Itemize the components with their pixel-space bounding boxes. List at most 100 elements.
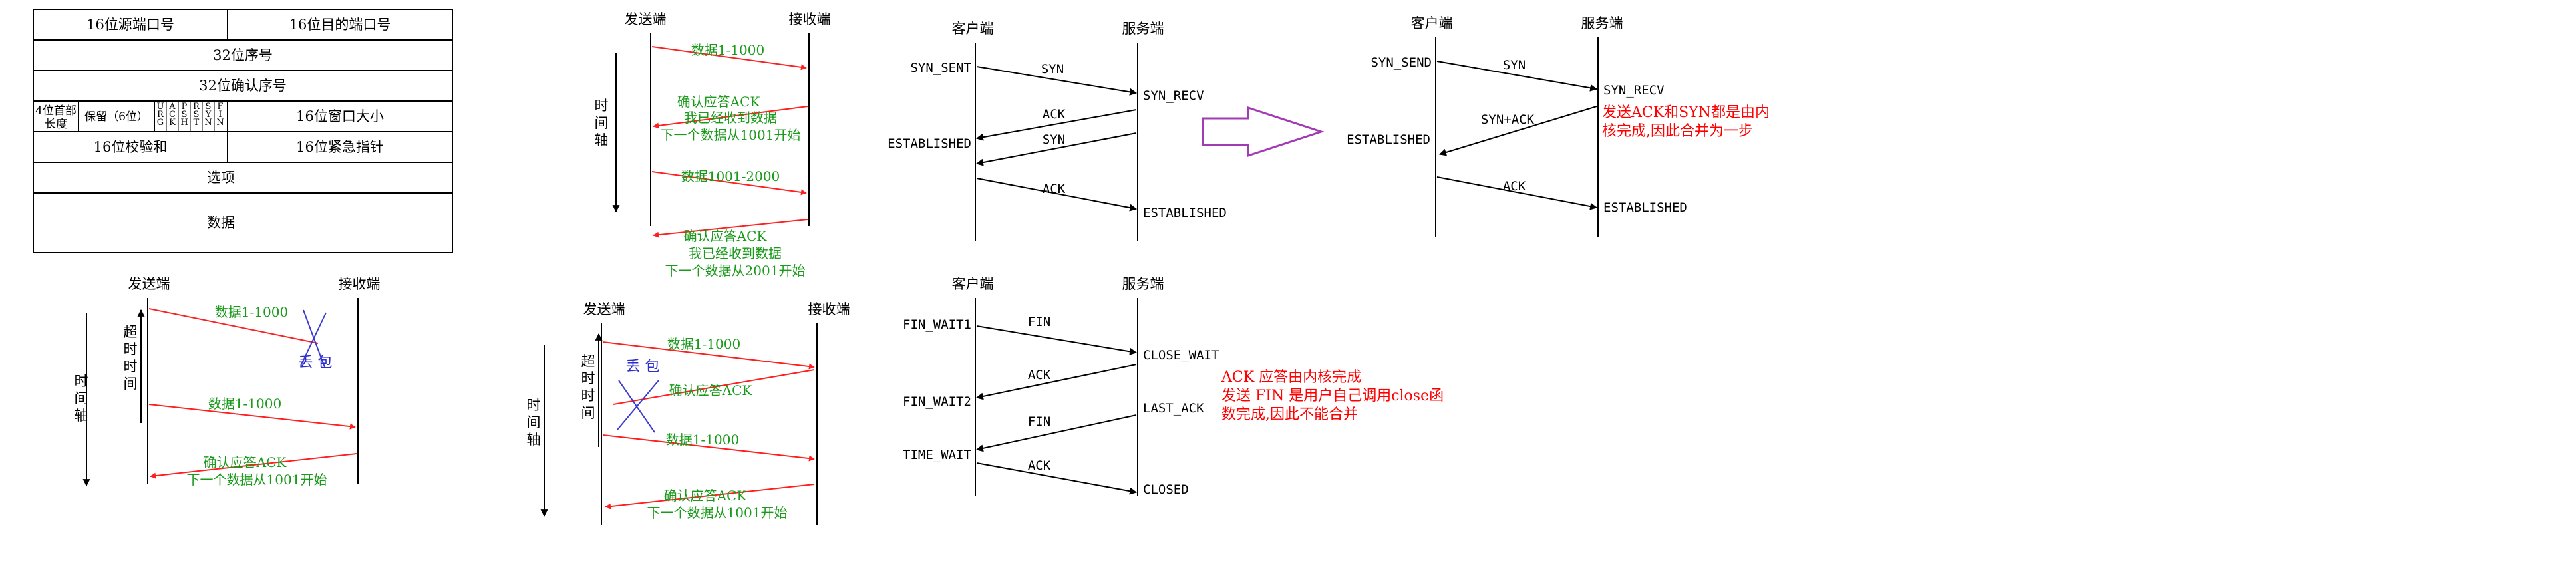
hm-syn: SYN bbox=[1503, 58, 1526, 72]
ack-axis-1: 时 bbox=[595, 98, 609, 114]
l1-axis-2: 间 bbox=[75, 390, 88, 406]
hm-ack: ACK bbox=[1503, 179, 1526, 194]
l1-sender-label: 发送端 bbox=[128, 276, 170, 292]
td-ack2: ACK bbox=[1028, 458, 1051, 473]
flag-letter-ack-2: K bbox=[169, 118, 176, 128]
hs-server-label: 服务端 bbox=[1122, 21, 1164, 37]
ack-diagram: 发送端 接收端 时 间 轴 数据1-1000 确认应答ACK 我已经收到数据 下… bbox=[595, 11, 831, 279]
l1-ack-line1: 确认应答ACK bbox=[204, 454, 287, 470]
td-fin2: FIN bbox=[1028, 414, 1050, 429]
urgent-cell: 16位紧急指针 bbox=[296, 139, 384, 155]
ack-seq-cell: 32位确认序号 bbox=[199, 78, 287, 94]
flag-letter-fin-2: N bbox=[216, 118, 224, 128]
purple-right-arrow bbox=[1202, 106, 1325, 158]
flag-letter-psh-1: S bbox=[182, 110, 188, 120]
hm-syn-send: SYN_SEND bbox=[1370, 55, 1432, 70]
hs-syn2: SYN bbox=[1043, 132, 1065, 147]
td-fin-wait1: FIN_WAIT1 bbox=[903, 317, 971, 332]
l2-axis-1: 时 bbox=[527, 397, 541, 413]
flag-letter-urg-1: R bbox=[157, 110, 164, 120]
flag-letter-syn-1: Y bbox=[205, 110, 212, 120]
hs-client-label: 客户端 bbox=[952, 21, 994, 37]
hm-established-client: ESTABLISHED bbox=[1347, 132, 1430, 147]
td-note-line1: ACK 应答由内核完成 bbox=[1221, 369, 1361, 386]
l1-msg1: 数据1-1000 bbox=[215, 304, 288, 320]
l1-receiver-label: 接收端 bbox=[339, 276, 381, 292]
td-note-line2: 发送 FIN 是用户自己调用close函 bbox=[1221, 388, 1444, 404]
l1-timeout-3: 时 bbox=[124, 359, 138, 374]
l1-axis-3: 轴 bbox=[75, 408, 88, 424]
ack-ack1-line3: 下一个数据从1001开始 bbox=[661, 127, 801, 143]
seq-cell: 32位序号 bbox=[213, 47, 273, 63]
flag-letter-syn-0: S bbox=[206, 102, 212, 112]
l2-msg1: 数据1-1000 bbox=[667, 336, 740, 352]
teardown-diagram: 客户端 服务端 FIN_WAIT1 CLOSE_WAIT FIN_WAIT2 L… bbox=[903, 276, 1444, 497]
header-len-cell-2: 长度 bbox=[45, 118, 67, 131]
l2-ack-line2: 下一个数据从1001开始 bbox=[647, 505, 788, 521]
reserved-cell: 保留（6位） bbox=[84, 110, 148, 124]
flag-letter-rst-2: T bbox=[194, 118, 200, 128]
data-cell: 数据 bbox=[207, 215, 235, 231]
src-port-cell: 16位源端口号 bbox=[86, 17, 174, 33]
td-server-label: 服务端 bbox=[1122, 276, 1164, 292]
l2-receiver-label: 接收端 bbox=[808, 301, 850, 317]
l2-timeout-4: 间 bbox=[581, 405, 595, 421]
hs-established-server: ESTABLISHED bbox=[1143, 206, 1227, 220]
l2-timeout-2: 时 bbox=[581, 370, 595, 386]
loss1-diagram: 发送端 接收端 超 时 时 间 时 间 轴 数据1-1000 丢 包 数据1-1… bbox=[75, 276, 381, 488]
hs-ack2: ACK bbox=[1043, 182, 1066, 196]
td-close-wait: CLOSE_WAIT bbox=[1143, 348, 1219, 362]
header-len-cell: 4位首部 bbox=[35, 104, 77, 118]
ack-axis-2: 间 bbox=[595, 115, 609, 131]
flag-letter-psh-0: P bbox=[182, 102, 188, 112]
hm-client-label: 客户端 bbox=[1411, 15, 1453, 31]
td-note-line3: 数完成,因此不能合并 bbox=[1221, 406, 1358, 423]
td-client-label: 客户端 bbox=[952, 276, 994, 292]
l2-axis-2: 间 bbox=[527, 414, 541, 430]
ack-ack1-line2: 我已经收到数据 bbox=[684, 110, 777, 126]
flag-letter-urg-2: G bbox=[157, 118, 164, 128]
ack-msg2: 数据1001-2000 bbox=[681, 168, 780, 184]
ack-receiver-label: 接收端 bbox=[789, 11, 831, 27]
flag-letter-ack-0: A bbox=[168, 102, 176, 112]
hs-established-client: ESTABLISHED bbox=[887, 136, 971, 151]
flag-letter-fin-0: F bbox=[217, 102, 223, 112]
flag-letter-syn-2: N bbox=[204, 118, 212, 128]
loss2-diagram: 发送端 接收端 超 时 时 间 时 间 轴 数据1-1000 确认应答ACK 丢… bbox=[527, 301, 850, 525]
l2-lost: 丢 包 bbox=[626, 359, 660, 375]
options-cell: 选项 bbox=[207, 170, 235, 186]
flag-letter-psh-2: H bbox=[180, 118, 188, 128]
hs-ack: ACK bbox=[1043, 107, 1066, 122]
hs-syn-sent: SYN_SENT bbox=[910, 61, 971, 75]
td-ack1: ACK bbox=[1028, 368, 1051, 382]
window-cell: 16位窗口大小 bbox=[296, 108, 384, 124]
l2-timeout-3: 时 bbox=[581, 388, 595, 404]
hm-syn-recv: SYN_RECV bbox=[1603, 83, 1665, 98]
hm-syn-ack: SYN+ACK bbox=[1481, 112, 1535, 127]
l2-msg2: 数据1-1000 bbox=[666, 432, 739, 448]
hs-syn-recv: SYN_RECV bbox=[1143, 88, 1204, 103]
td-closed: CLOSED bbox=[1143, 482, 1189, 497]
l1-msg2: 数据1-1000 bbox=[208, 396, 281, 412]
l1-lost: 丢 包 bbox=[299, 355, 333, 371]
ack-axis-3: 轴 bbox=[595, 132, 609, 148]
handshake-diagram: 客户端 服务端 SYN_SENT SYN_RECV ESTABLISHED ES… bbox=[887, 21, 1227, 241]
l1-axis-1: 时 bbox=[75, 373, 88, 389]
flag-letter-fin-1: I bbox=[218, 110, 222, 120]
hm-note-line1: 发送ACK和SYN都是由内 bbox=[1602, 104, 1770, 121]
hm-note-line2: 核完成,因此合并为一步 bbox=[1602, 123, 1753, 140]
ack-ack1-line1: 确认应答ACK bbox=[677, 94, 761, 110]
td-fin-wait2: FIN_WAIT2 bbox=[903, 394, 971, 409]
hs-syn: SYN bbox=[1041, 62, 1064, 76]
tcp-header-table bbox=[33, 9, 453, 253]
l2-sender-label: 发送端 bbox=[583, 301, 625, 317]
hm-server-label: 服务端 bbox=[1581, 15, 1623, 31]
flag-letter-ack-1: C bbox=[169, 110, 176, 120]
l1-timeout-2: 时 bbox=[124, 341, 138, 357]
l2-ack-lost: 确认应答ACK bbox=[669, 382, 753, 398]
ack-sender-label: 发送端 bbox=[625, 11, 667, 27]
handshake-merged-diagram: 客户端 服务端 SYN_SEND SYN_RECV ESTABLISHED ES… bbox=[1347, 15, 1770, 237]
